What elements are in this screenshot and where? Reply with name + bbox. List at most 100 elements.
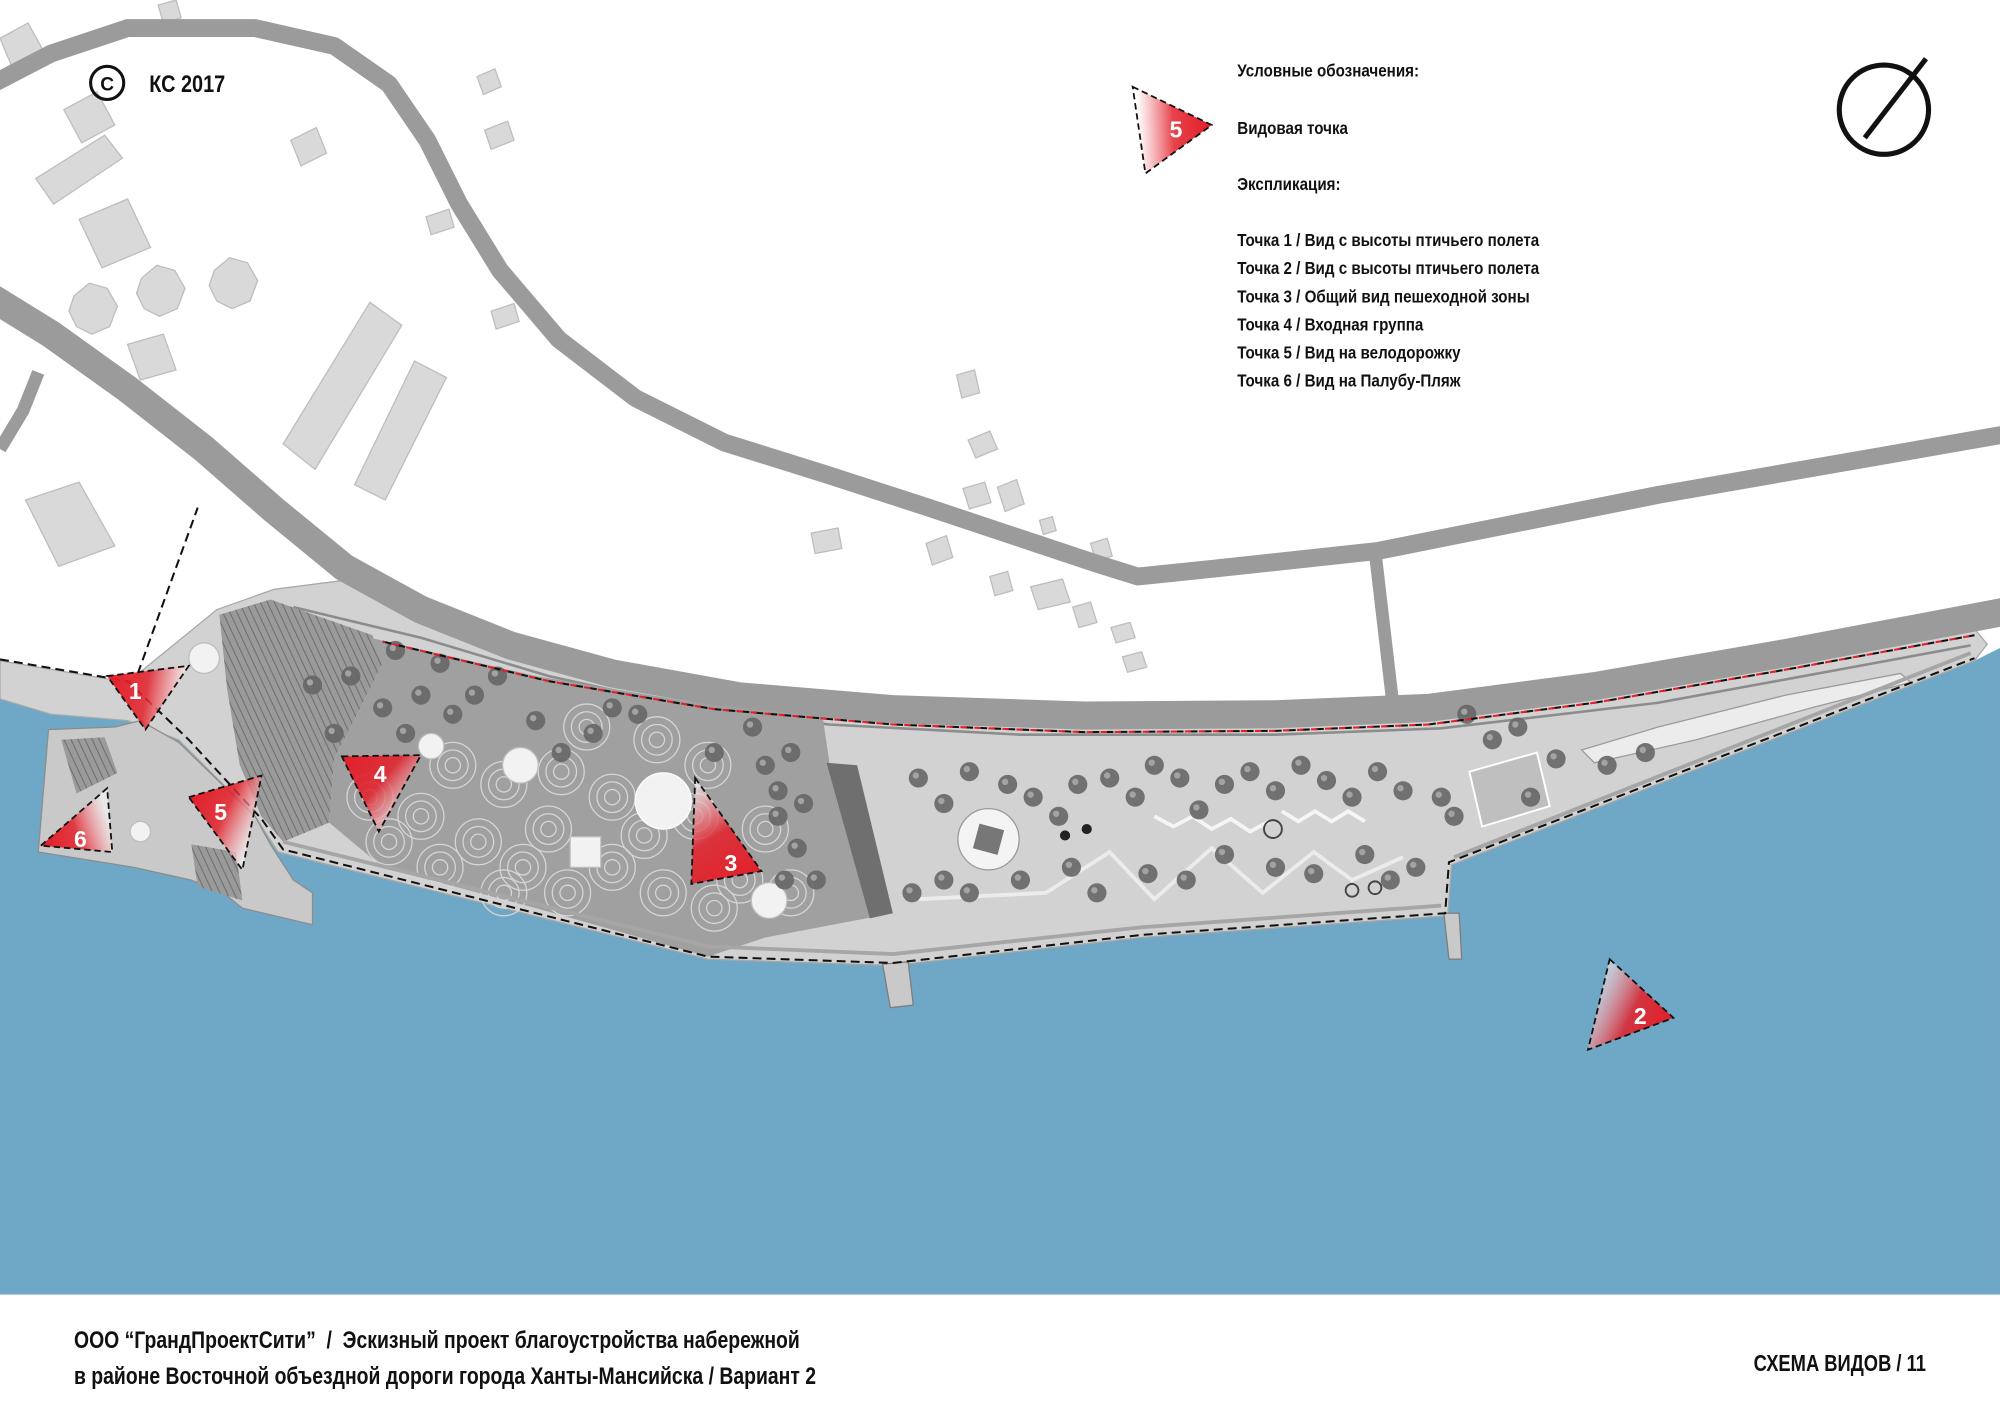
tree-crown bbox=[902, 883, 922, 903]
paving-ring-circle bbox=[648, 731, 666, 749]
tree bbox=[551, 742, 571, 763]
zigzag-path bbox=[1280, 808, 1366, 824]
tree-crown bbox=[742, 717, 763, 737]
paving-ring-circle bbox=[462, 825, 495, 858]
tree-highlight bbox=[1269, 785, 1277, 792]
tree-crown bbox=[302, 675, 323, 695]
paving-ring-circle bbox=[365, 818, 413, 866]
tree bbox=[1444, 806, 1464, 826]
viewpoint-number: 4 bbox=[374, 761, 387, 787]
tree bbox=[768, 806, 788, 826]
tree bbox=[602, 698, 622, 718]
tree bbox=[755, 755, 775, 775]
paving-ring-circle bbox=[633, 716, 681, 764]
tree bbox=[341, 666, 361, 686]
building bbox=[490, 302, 520, 330]
tree bbox=[1482, 730, 1502, 750]
tree-highlight bbox=[376, 702, 384, 709]
main-road bbox=[0, 286, 2000, 730]
tree bbox=[487, 666, 508, 686]
tree bbox=[1170, 768, 1190, 788]
tree-highlight bbox=[938, 874, 945, 881]
tree bbox=[1355, 845, 1375, 865]
footer-band bbox=[0, 1294, 2000, 1414]
tree-highlight bbox=[1129, 791, 1136, 798]
fountain-circle bbox=[129, 820, 152, 843]
building bbox=[967, 430, 999, 459]
paving-ring-circle bbox=[507, 851, 539, 884]
tree-crown bbox=[464, 685, 485, 705]
tree-highlight bbox=[912, 772, 920, 779]
pavilion-circle bbox=[417, 732, 445, 760]
viewpoint-number: 2 bbox=[1634, 1003, 1647, 1029]
pier-stairs bbox=[191, 844, 243, 901]
tree-crown bbox=[1342, 787, 1362, 807]
copyright-mark: С bbox=[100, 75, 114, 96]
tree bbox=[1635, 742, 1655, 763]
legend-viewpoint-icon bbox=[1131, 85, 1214, 176]
tree bbox=[742, 717, 763, 737]
paving-ring bbox=[588, 773, 636, 821]
pavilion-circle bbox=[501, 746, 539, 784]
building bbox=[925, 534, 954, 566]
paving-ring-circle bbox=[741, 805, 789, 853]
viewpoint-triangle-icon bbox=[187, 774, 263, 873]
tree-highlight bbox=[632, 708, 639, 715]
tree-crown bbox=[628, 704, 648, 724]
tree bbox=[704, 742, 724, 763]
tree-crown bbox=[959, 883, 979, 903]
tree-crown bbox=[1367, 762, 1388, 782]
fountain-circle bbox=[188, 642, 221, 675]
tree bbox=[373, 698, 393, 718]
tree-crown bbox=[908, 768, 928, 788]
tree-crown bbox=[324, 723, 344, 743]
view-cone-line bbox=[136, 507, 199, 674]
legend-viewpoint-number: 5 bbox=[1170, 117, 1183, 143]
paving-ring-circle bbox=[640, 723, 673, 756]
tree-highlight bbox=[797, 797, 805, 805]
tree-highlight bbox=[1601, 759, 1608, 766]
tree-highlight bbox=[1308, 867, 1315, 875]
tree-highlight bbox=[1174, 772, 1181, 779]
explication-title: Экспликация: bbox=[1237, 174, 1340, 194]
paving-ring-circle bbox=[431, 859, 449, 876]
building bbox=[68, 282, 119, 335]
tree-highlight bbox=[1269, 861, 1277, 868]
paving-ring-circle bbox=[436, 749, 469, 782]
tree-crown bbox=[1061, 857, 1081, 877]
paving-ring-circle bbox=[416, 843, 464, 891]
tree-crown bbox=[755, 755, 775, 775]
tree-highlight bbox=[306, 679, 314, 686]
tree-crown bbox=[1138, 864, 1158, 884]
tree-highlight bbox=[1346, 791, 1353, 798]
paving-ring bbox=[499, 843, 547, 891]
tree-crown bbox=[1176, 870, 1196, 890]
legend: Условные обозначения: 5 Видовая точка Эк… bbox=[1131, 60, 1540, 391]
park-paths bbox=[918, 845, 1404, 902]
tree-crown bbox=[1125, 787, 1145, 807]
tree bbox=[1393, 781, 1413, 801]
tree bbox=[1214, 774, 1235, 794]
explication-item: Точка 6 / Вид на Палубу-Пляж bbox=[1237, 370, 1461, 390]
paving-ring-circle bbox=[647, 876, 680, 909]
paving-ring-circle bbox=[495, 776, 513, 793]
tree bbox=[1597, 755, 1617, 775]
paving-rings bbox=[346, 703, 815, 932]
paving-ring-circle bbox=[540, 820, 557, 838]
tree-crown bbox=[998, 774, 1018, 794]
tree-crown bbox=[1189, 800, 1209, 820]
tree-crown bbox=[934, 793, 954, 814]
tree-highlight bbox=[1148, 759, 1155, 766]
viewpoint-6: 6 bbox=[38, 786, 114, 854]
tree-crown bbox=[934, 870, 954, 890]
paving-ring-circle bbox=[684, 741, 732, 789]
copyright: С КС 2017 bbox=[89, 64, 225, 102]
paving-ring-circle bbox=[757, 820, 774, 838]
paving-ring-circle bbox=[563, 703, 611, 751]
paving-ring-circle bbox=[639, 869, 687, 917]
sport-court bbox=[1468, 751, 1551, 828]
tree bbox=[526, 711, 546, 731]
building bbox=[78, 198, 152, 269]
tree-crown bbox=[551, 742, 571, 763]
paving-ring-circle bbox=[635, 827, 653, 844]
